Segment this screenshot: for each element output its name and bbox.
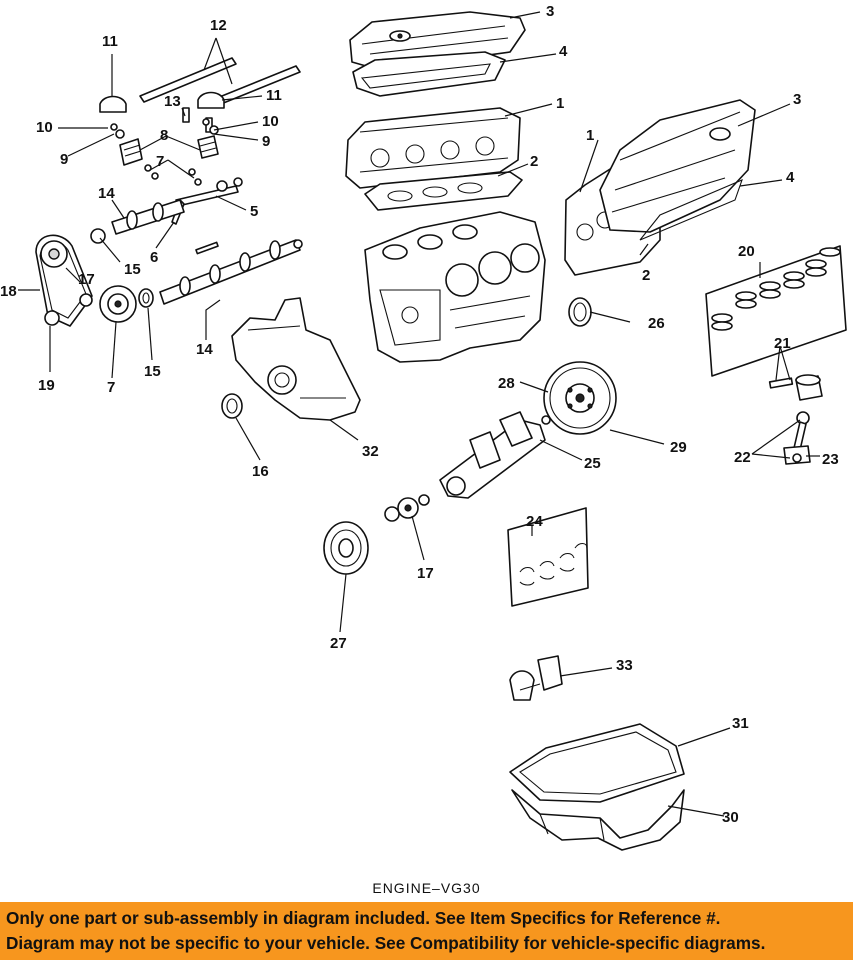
piston-and-pin [768,374,823,401]
callout: 4 [786,169,795,186]
callout: 15 [144,363,161,380]
callout: 11 [102,33,118,50]
callout: 7 [156,153,164,170]
callout: 6 [150,249,158,266]
callout: 24 [526,513,543,530]
engine-exploded-diagram: 1 1 2 2 3 3 4 4 5 6 7 7 8 9 9 10 10 11 1… [0,3,847,851]
main-bearings-set [507,507,589,607]
valve-cover-right [599,99,756,233]
callout: 21 [774,335,791,352]
camshaft-sprocket [99,285,137,323]
callout: 19 [38,377,55,394]
callout: 18 [0,283,17,300]
callout: 14 [196,341,213,358]
callout: 1 [586,127,594,144]
callout: 26 [648,315,665,332]
callout: 23 [822,451,839,468]
engine-block [364,211,546,363]
callout: 29 [670,439,687,456]
camshaft-seal-lower [138,288,154,308]
callout: 2 [642,267,650,284]
camshaft-lower [159,239,303,305]
callout: 3 [793,91,801,108]
callout: 33 [616,657,633,674]
crankshaft-pulley [323,521,369,575]
callout: 9 [262,133,270,150]
callout: 31 [732,715,749,732]
oil-pickup [509,655,563,701]
callout: 5 [250,203,258,220]
callout: 10 [36,119,53,136]
callout: 25 [584,455,601,472]
callout: 1 [556,95,564,112]
piston-rings-set [705,245,847,377]
callout: 2 [530,153,538,170]
oil-pan [511,789,685,851]
callout: 16 [252,463,269,480]
disclaimer-line-2: Diagram may not be specific to your vehi… [6,933,766,953]
camshaft-upper [90,199,185,244]
crankshaft-sprocket [384,494,430,522]
cylinder-head-gasket-left [364,171,523,211]
disclaimer-banner: Only one part or sub-assembly in diagram… [0,902,853,960]
callout: 11 [266,87,282,104]
cylinder-head-left [345,107,521,189]
callout: 17 [78,271,95,288]
callout: 12 [210,17,227,34]
connecting-rod [783,411,811,465]
callout: 10 [262,113,279,130]
callout: 15 [124,261,141,278]
ring-stacks [711,247,841,331]
callout: 22 [734,449,751,466]
callout: 28 [498,375,515,392]
callout: 3 [546,3,554,20]
callout: 17 [417,565,434,582]
callout: 30 [722,809,739,826]
oil-pan-gasket [509,723,685,803]
front-cover [231,297,361,421]
callout: 27 [330,635,347,652]
callout-labels: 1 1 2 2 3 3 4 4 5 6 7 7 8 9 9 10 10 11 1… [0,3,839,826]
callout: 8 [160,127,168,144]
callout: 13 [164,93,181,110]
leader-lines [18,11,820,817]
callout: 7 [107,379,115,396]
rocker-shafts [99,57,301,133]
callout: 32 [362,443,379,460]
front-crank-seal [221,393,243,419]
valve-cover-gasket-left [352,51,506,97]
callout: 20 [738,243,755,260]
callout: 14 [98,185,115,202]
crankshaft [439,411,551,499]
rear-main-seal [568,297,592,327]
disclaimer-line-1: Only one part or sub-assembly in diagram… [6,908,721,928]
flywheel [543,361,617,435]
diagram-caption: ENGINE–VG30 [372,880,481,896]
timing-belt [35,234,93,327]
callout: 9 [60,151,68,168]
callout: 4 [559,43,568,60]
valve-cover-gasket-right [639,179,743,241]
